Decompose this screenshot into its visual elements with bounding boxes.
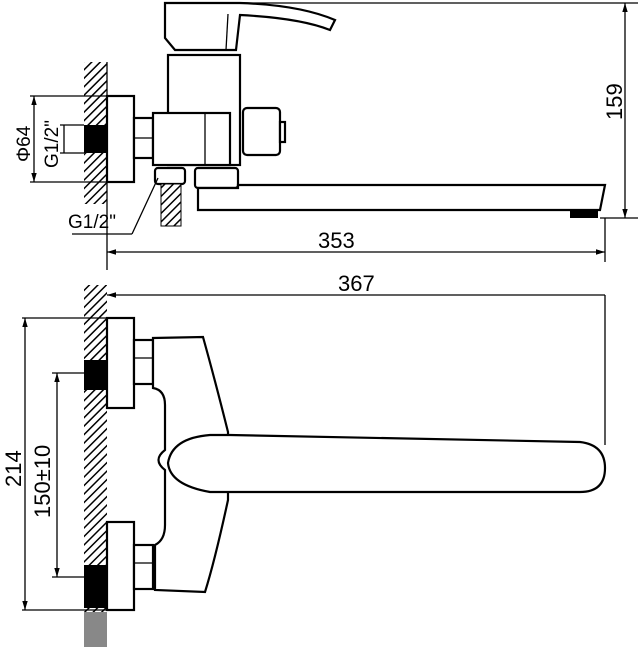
inlet-block-lower xyxy=(84,565,107,608)
spout-reach-label: 353 xyxy=(318,228,355,253)
overall-length-label: 367 xyxy=(338,271,375,296)
dimension-367: 367 xyxy=(107,271,606,445)
total-height-label: 214 xyxy=(1,450,26,487)
wall-flange xyxy=(105,94,136,184)
inlet-block-upper xyxy=(84,360,107,390)
dimension-150: 150±10 xyxy=(30,372,84,578)
outlet-thread-label: G1/2" xyxy=(68,212,116,233)
inlet-thread-label: G1/2" xyxy=(42,120,63,168)
hose-connector xyxy=(160,183,182,227)
dimension-159: 159 xyxy=(240,2,638,219)
side-view: 159 353 Φ64 G1/2" G1/2" xyxy=(14,1,638,270)
dimension-353: 353 xyxy=(107,218,606,262)
hose-nut xyxy=(153,166,187,186)
spout-aerator xyxy=(570,210,598,218)
flange-upper xyxy=(105,316,136,410)
top-view: 367 214 150±10 xyxy=(1,271,607,647)
flange-diameter-label: Φ64 xyxy=(14,125,35,162)
lever-handle xyxy=(163,1,337,52)
dimension-214: 214 xyxy=(1,317,107,611)
spout xyxy=(196,183,607,212)
spout-nut xyxy=(193,166,240,190)
diverter-knob xyxy=(241,106,282,157)
dimension-phi64: Φ64 xyxy=(14,95,107,183)
height-label: 159 xyxy=(602,83,627,120)
center-distance-label: 150±10 xyxy=(30,445,55,518)
dimension-inlet-thread: G1/2" xyxy=(42,120,84,168)
flange-lower xyxy=(105,520,136,612)
handle xyxy=(166,433,607,494)
inlet-thread-block xyxy=(84,125,107,153)
diverter-body xyxy=(151,111,232,167)
dimension-outlet-thread: G1/2" xyxy=(68,177,159,235)
